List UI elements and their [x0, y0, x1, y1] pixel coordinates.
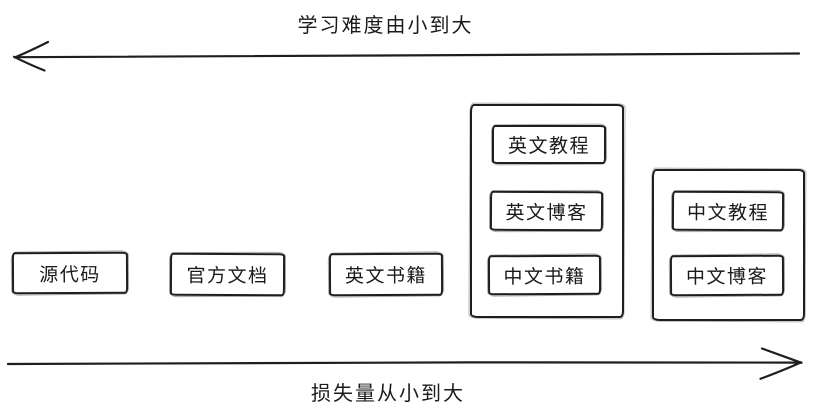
box-chinese-blogs-label: 中文博客 — [685, 266, 769, 289]
box-english-blogs-label: 英文博客 — [505, 202, 588, 224]
difficulty-axis-label: 学习难度由小到大 — [297, 15, 474, 37]
difficulty-left-arrow-icon — [12, 40, 801, 72]
box-english-tutorials: 英文教程 — [492, 125, 606, 164]
box-english-tutorials-label: 英文教程 — [507, 136, 590, 157]
loss-right-arrow-icon — [6, 347, 803, 380]
box-chinese-tutorials-label: 中文教程 — [686, 202, 770, 224]
box-official-docs-label: 官方文档 — [186, 265, 269, 288]
box-chinese-blogs: 中文博客 — [669, 254, 785, 297]
box-chinese-books: 中文书籍 — [487, 254, 602, 296]
box-english-books-label: 英文书籍 — [344, 265, 428, 288]
group-box-chinese-tier: 中文教程 中文博客 — [652, 169, 805, 321]
box-english-blogs: 英文博客 — [489, 190, 604, 232]
loss-axis-label: 损失量从小到大 — [311, 383, 465, 405]
box-official-docs: 官方文档 — [169, 252, 286, 297]
box-chinese-tutorials: 中文教程 — [671, 190, 785, 232]
box-source-code: 源代码 — [11, 251, 129, 295]
box-chinese-books-label: 中文书籍 — [503, 266, 586, 288]
group-box-english-tier: 英文教程 英文博客 中文书籍 — [470, 104, 624, 318]
box-english-books: 英文书籍 — [328, 252, 444, 297]
box-source-code-label: 源代码 — [39, 264, 101, 286]
